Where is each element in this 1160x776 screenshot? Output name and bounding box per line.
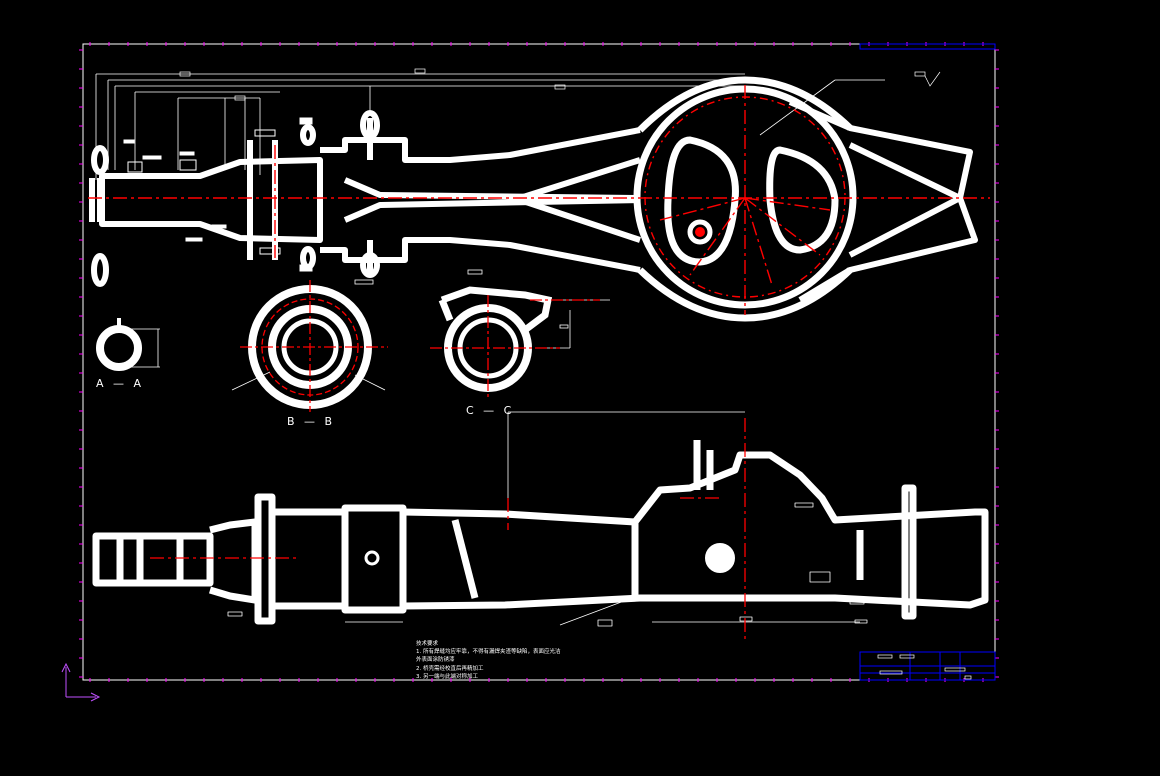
notes-heading: 技术要求 xyxy=(416,641,439,647)
axle-housing-front-view xyxy=(92,411,989,627)
section-b-label: B — B xyxy=(287,415,336,428)
title-block-text-marks xyxy=(877,71,972,680)
title-block xyxy=(859,43,996,681)
technical-requirements: 技术要求 1. 所有焊缝均应牢靠，不得有漏焊夹渣等缺陷，表面应光洁 外表面涂防锈… xyxy=(416,640,561,681)
section-b-centerlines xyxy=(240,280,388,412)
centerlines-top xyxy=(88,85,990,315)
sheet-border xyxy=(79,42,999,682)
section-a-label: A — A xyxy=(96,377,145,390)
ucs-axis-icon xyxy=(61,662,101,702)
centerlines-front xyxy=(150,418,746,640)
bolt-hole-marker xyxy=(695,227,705,237)
section-c-label: C — C xyxy=(466,404,515,417)
notes-line: 1. 所有焊缝均应牢靠，不得有漏焊夹渣等缺陷，表面应光洁 xyxy=(416,649,561,656)
section-a-view xyxy=(96,318,160,371)
notes-line: 2. 桥壳需经校直后再精加工 xyxy=(416,665,484,672)
section-c-centerlines xyxy=(430,295,600,400)
notes-line: 3. 另一端与此端对称加工 xyxy=(416,673,478,680)
notes-line: 外表面涂防锈漆 xyxy=(416,657,455,664)
